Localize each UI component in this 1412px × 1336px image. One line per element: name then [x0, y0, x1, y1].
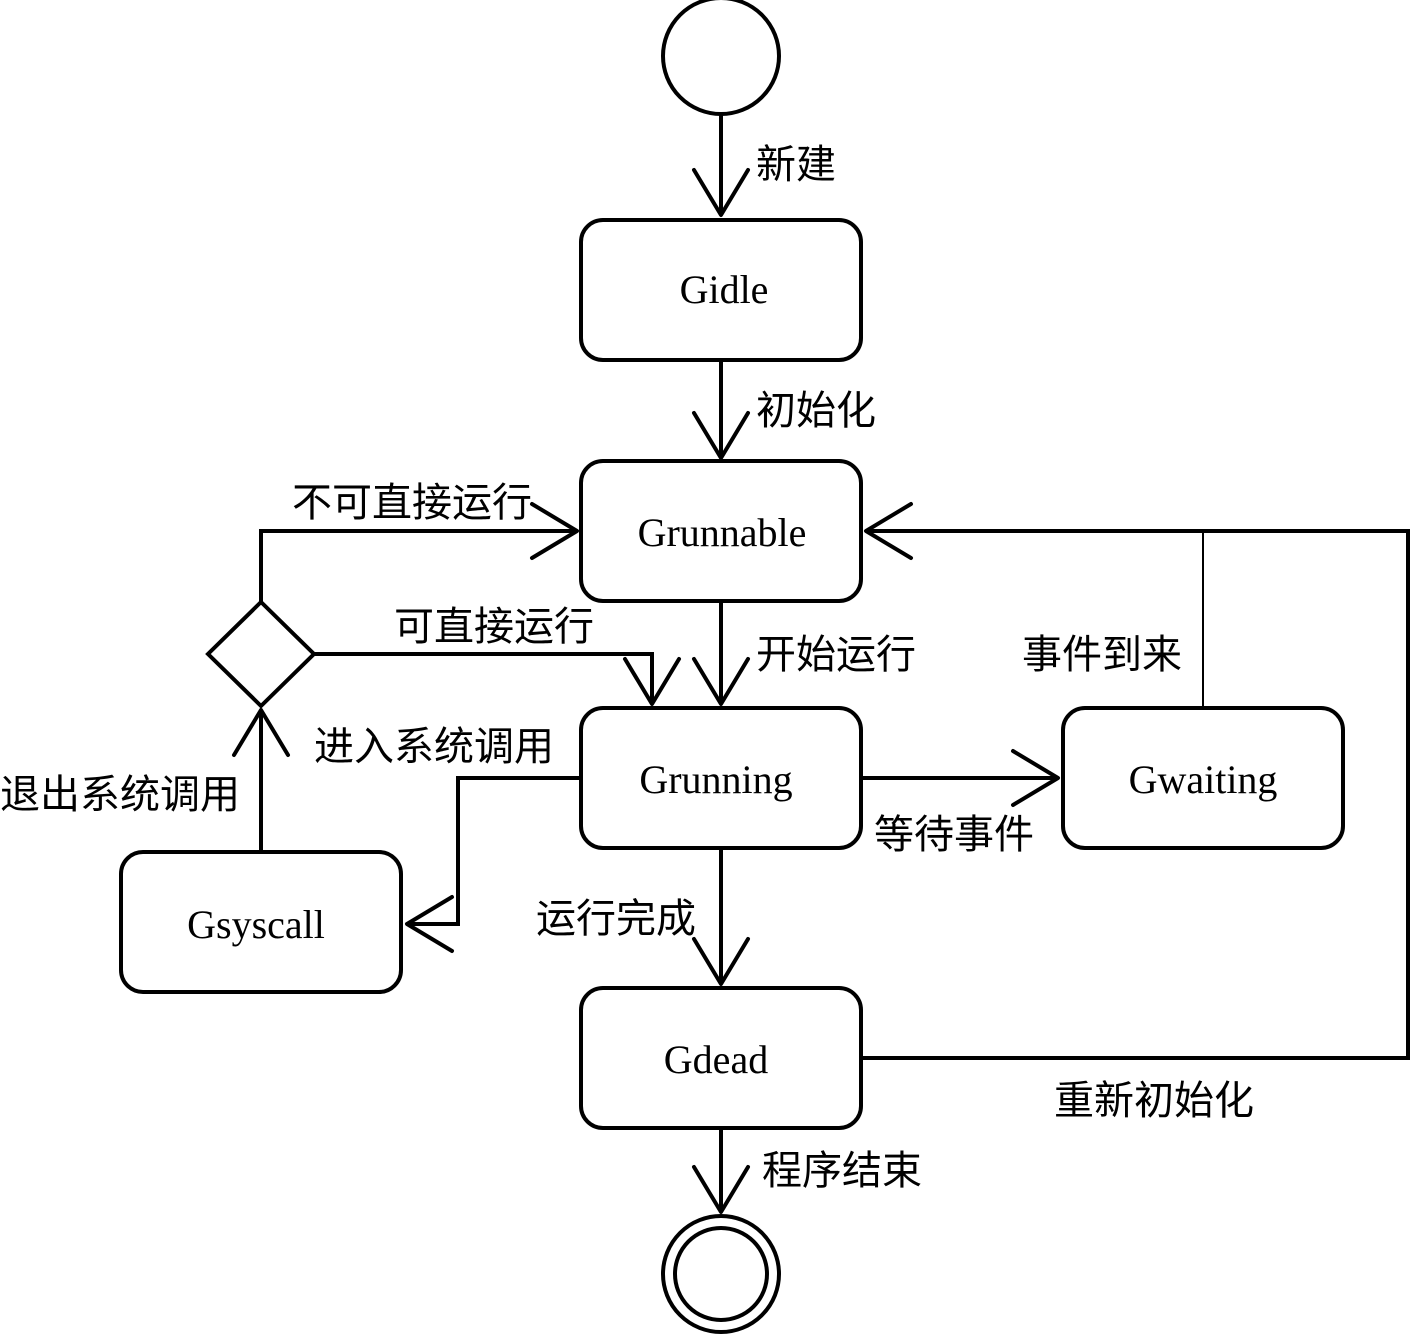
label-enter-syscall: 进入系统调用: [314, 724, 554, 770]
label-run-complete: 运行完成: [536, 896, 696, 942]
label-direct-run: 可直接运行: [394, 604, 594, 650]
label-event-arrives: 事件到来: [1022, 632, 1182, 678]
state-grunnable-label: Grunnable: [638, 510, 807, 555]
state-grunning-label: Grunning: [639, 757, 792, 802]
label-exit-syscall: 退出系统调用: [0, 772, 240, 818]
label-reinit: 重新初始化: [1054, 1078, 1254, 1124]
state-gwaiting-label: Gwaiting: [1129, 757, 1278, 802]
edge-exit-syscall-arrowhead: [232, 708, 290, 757]
state-gidle-label: Gidle: [680, 267, 769, 312]
edge-not-direct-line: [259, 529, 577, 602]
label-start-run: 开始运行: [756, 632, 916, 678]
edge-run-complete-arrowhead: [692, 937, 750, 986]
edge-enter-syscall-arrowhead: [405, 895, 454, 953]
edge-enter-syscall-line: [407, 776, 581, 926]
initial-node: [661, 0, 781, 116]
edge-wait-arrowhead: [1011, 749, 1060, 807]
state-gsyscall-label: Gsyscall: [187, 902, 325, 947]
edge-reinit-line: [861, 529, 1410, 1060]
edge-init-arrowhead: [692, 411, 750, 460]
final-node-inner: [673, 1226, 769, 1322]
label-not-direct-run: 不可直接运行: [292, 480, 532, 526]
state-gdead-label: Gdead: [664, 1037, 768, 1082]
edge-not-direct-arrowhead: [530, 502, 579, 560]
label-program-end: 程序结束: [762, 1148, 922, 1194]
edge-start-run-arrowhead: [692, 657, 750, 706]
edge-reinit-arrowhead: [864, 502, 913, 560]
edge-direct-line: [314, 652, 654, 704]
label-wait-event: 等待事件: [874, 812, 1034, 858]
label-init: 初始化: [756, 388, 876, 434]
decision-node: [205, 599, 317, 709]
edge-direct-arrowhead: [623, 657, 681, 706]
label-new: 新建: [756, 142, 836, 188]
edge-program-end-arrowhead: [692, 1165, 750, 1214]
edge-new-arrowhead: [692, 168, 750, 217]
